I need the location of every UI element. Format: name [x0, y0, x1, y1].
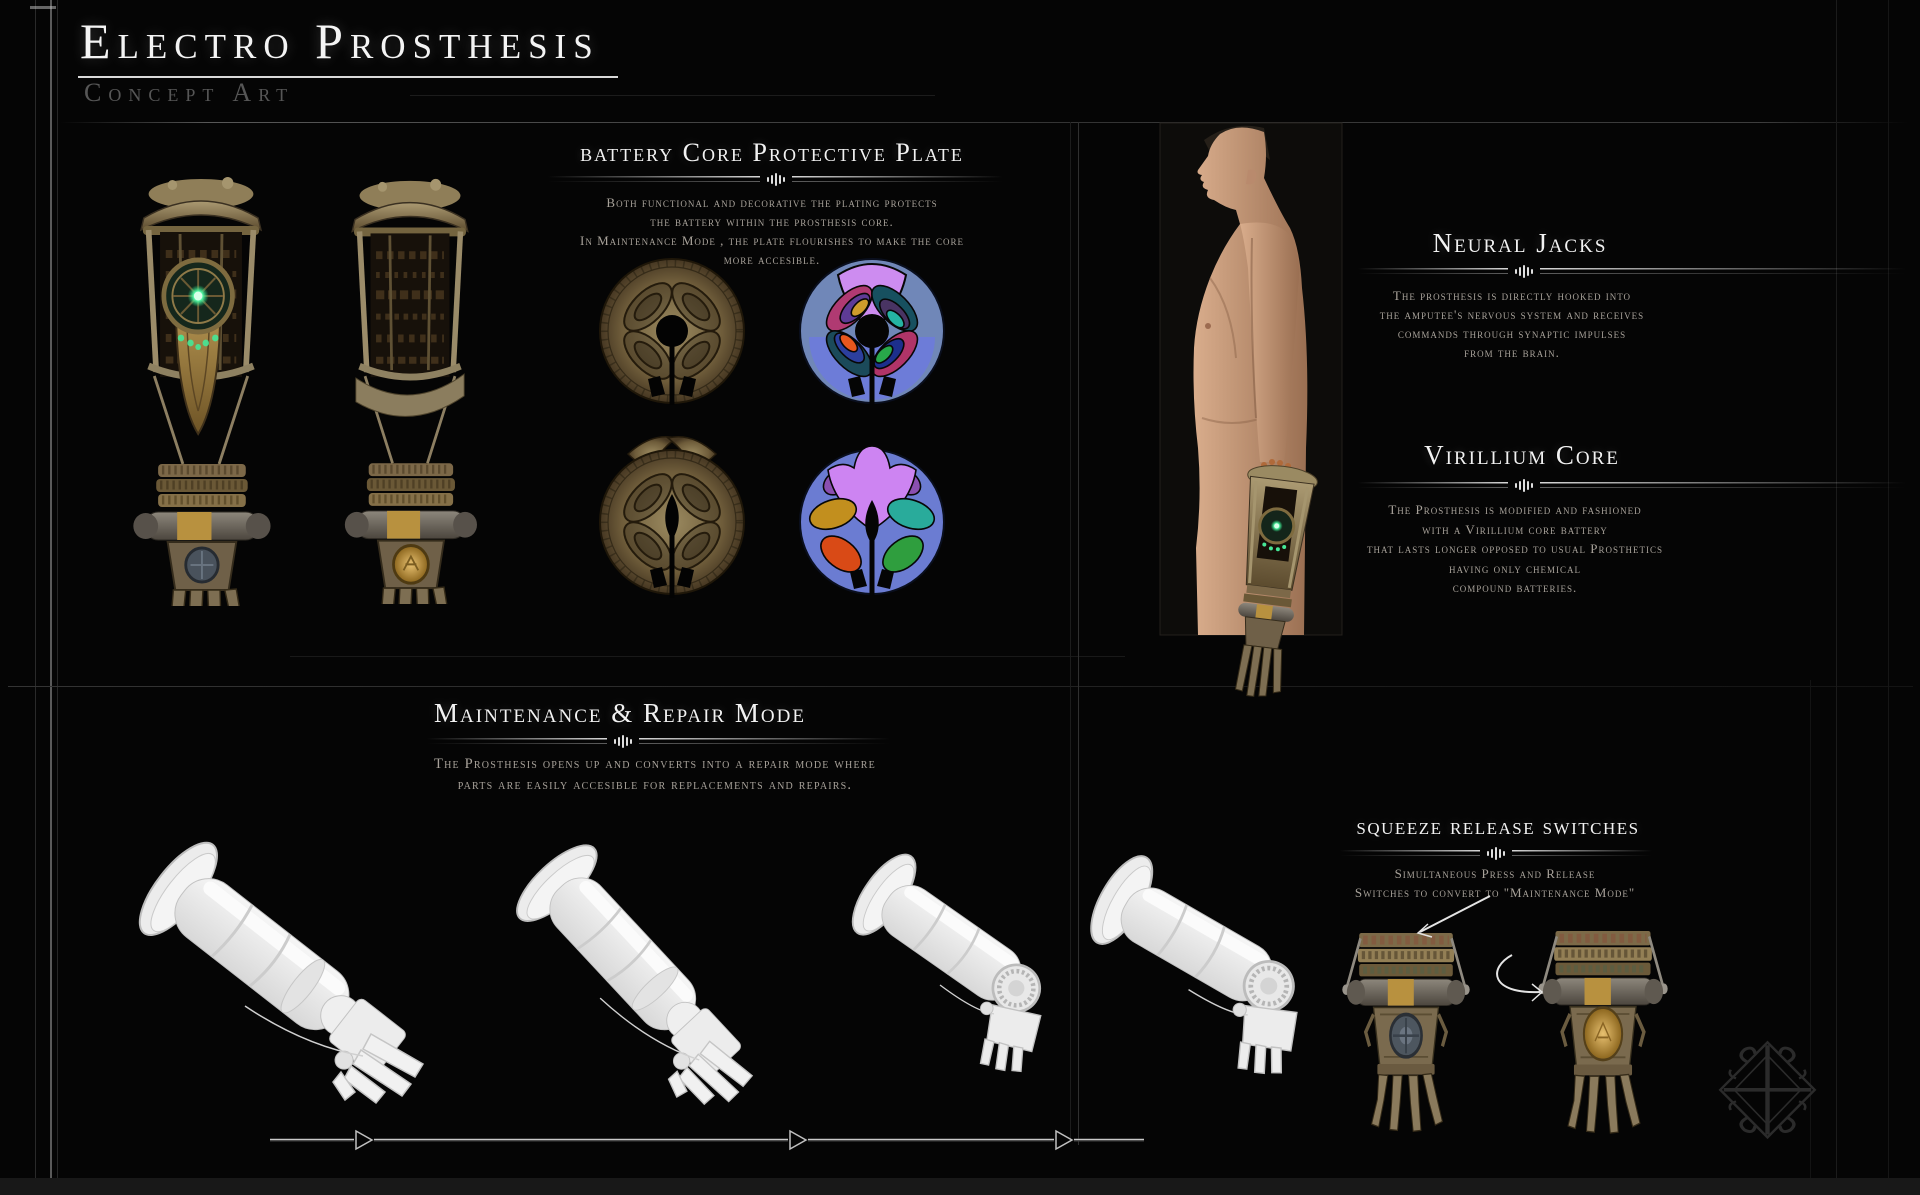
neural-jacks-divider — [1358, 264, 1906, 278]
maintenance-mode-description: The Prosthesis opens up and converts int… — [434, 754, 876, 796]
frame-line-mid — [8, 686, 1913, 687]
frame-line-subtitle — [410, 95, 935, 96]
squeeze-switches-title: squeeze release switches — [1356, 814, 1640, 840]
prosthetic-arm-back-view — [332, 168, 488, 604]
repair-mode-stage-1 — [125, 829, 428, 1105]
divider-line — [1358, 481, 1508, 489]
page-subtitle: Concept Art — [84, 78, 295, 107]
squeeze-switches-divider — [1340, 846, 1652, 860]
page-title: Electro Prosthesis — [78, 12, 618, 78]
repair-mode-stage-2 — [478, 822, 788, 1113]
squeeze-switches-description: Simultaneous Press and Release Switches … — [1355, 864, 1635, 902]
hand-close-up-front-switch — [1341, 933, 1471, 1141]
maintenance-mode-title: Maintenance & Repair Mode — [434, 698, 806, 728]
divider-line — [1512, 849, 1652, 857]
frame-line-right-a — [1836, 0, 1837, 1195]
text-line: compound batteries. — [1452, 580, 1578, 595]
text-line: with a Virillium core battery — [1422, 521, 1608, 537]
protective-plate-closed — [592, 253, 752, 413]
divider-line — [1340, 849, 1480, 857]
virillium-core-title: Virillium Core — [1424, 440, 1620, 470]
text-line: The Prosthesis opens up and converts int… — [434, 756, 876, 772]
divider-line — [427, 737, 607, 745]
virillium-core-divider — [1358, 478, 1906, 492]
text-line: from the brain. — [1464, 345, 1560, 360]
conversion-timeline — [268, 1129, 1146, 1151]
frame-line-mid-faint — [290, 656, 1125, 657]
text-line: Both functional and decorative the plati… — [606, 195, 938, 210]
frame-line-left-outer — [35, 0, 36, 1195]
divider-line — [639, 737, 890, 745]
text-line: In Maintenance Mode , the plate flourish… — [579, 233, 965, 248]
text-line: that lasts longer opposed to usual Prost… — [1366, 541, 1664, 556]
divider-line — [791, 175, 1003, 183]
repair-mode-stage-4 — [1072, 824, 1337, 1086]
maintenance-mode-divider — [427, 734, 890, 748]
annotation-arrows — [1416, 895, 1544, 1002]
soundwave-ornament-icon — [614, 734, 632, 748]
prosthetic-arm-front-view — [120, 166, 282, 606]
frame-tick-top — [30, 6, 56, 9]
text-line: The prosthesis is directly hooked into — [1392, 288, 1632, 303]
hand-close-up-back-plate — [1537, 931, 1669, 1143]
text-line: parts are easily accesible for replaceme… — [457, 777, 853, 793]
text-line: the amputee's nervous system and receive… — [1379, 307, 1645, 322]
repair-mode-stage-3 — [832, 826, 1084, 1081]
divider-line — [1540, 267, 1906, 275]
text-line: commands through synaptic impulses — [1397, 326, 1627, 341]
battery-core-description: Both functional and decorative the plati… — [580, 193, 964, 269]
frame-line-right-b — [1888, 0, 1889, 1195]
frame-line-left-inner — [57, 0, 58, 1195]
text-line: Simultaneous Press and Release — [1394, 866, 1596, 881]
plate-pointer-arrow — [1496, 954, 1541, 994]
protective-plate-closed-color-schematic — [799, 258, 945, 406]
ornamental-emblem-watermark — [1715, 1038, 1820, 1146]
amputee-side-view-with-prosthesis — [1158, 121, 1344, 703]
virillium-core-description: The Prosthesis is modified and fashioned… — [1367, 500, 1663, 598]
soundwave-ornament-icon — [1515, 264, 1533, 278]
text-line: more accesible. — [723, 252, 821, 267]
frame-line-left-main — [50, 0, 52, 1195]
divider-line — [1358, 267, 1508, 275]
text-line: having only chemical — [1449, 560, 1581, 576]
soundwave-ornament-icon — [1487, 846, 1505, 860]
battery-core-divider — [548, 172, 1003, 186]
neural-jacks-title: Neural Jacks — [1432, 228, 1608, 258]
protective-plate-maintenance-open — [592, 430, 752, 605]
divider-line — [548, 175, 760, 183]
frame-line-header — [60, 122, 1908, 123]
neural-jacks-description: The prosthesis is directly hooked into t… — [1380, 286, 1644, 362]
battery-core-title: battery Core Protective Plate — [580, 138, 964, 167]
soundwave-ornament-icon — [766, 172, 785, 186]
text-line: The Prosthesis is modified and fashioned — [1388, 502, 1642, 517]
divider-line — [1540, 481, 1906, 489]
soundwave-ornament-icon — [1515, 478, 1533, 492]
switch-pointer-arrow — [1419, 895, 1491, 933]
text-line: the battery within the prosthesis core. — [650, 214, 894, 229]
protective-plate-maintenance-open-color-schematic — [799, 445, 945, 597]
text-line: Switches to convert to "Maintenance Mode… — [1354, 885, 1636, 900]
